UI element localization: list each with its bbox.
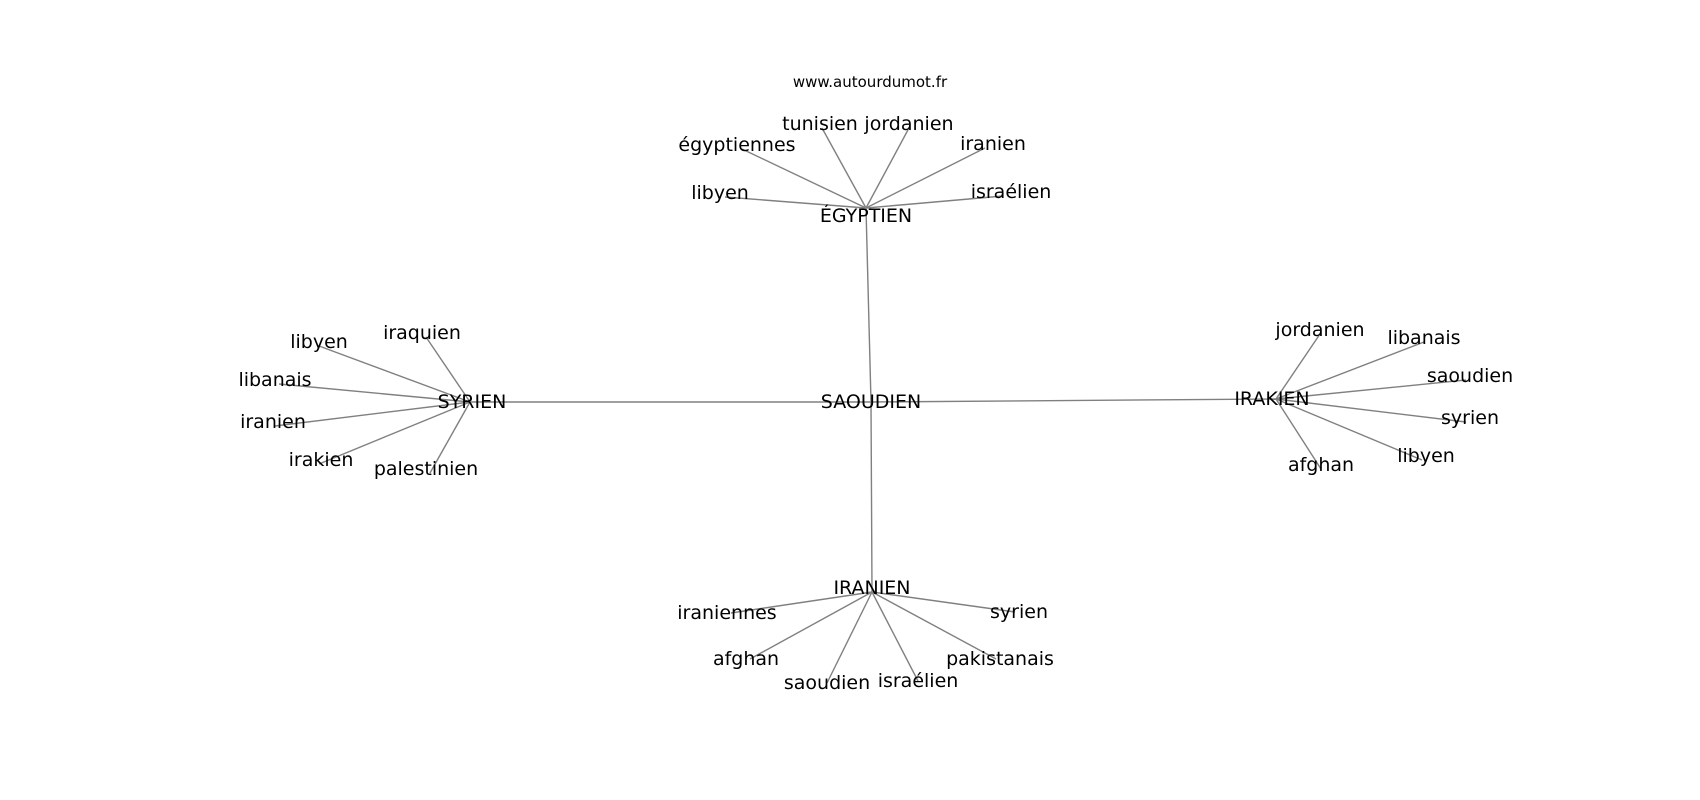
edge-syrien-to-leaf — [318, 401, 471, 465]
center-node: SAOUDIEN — [821, 391, 921, 413]
edge-iranien-to-leaf — [749, 591, 873, 660]
leaf-node: israélien — [971, 181, 1052, 203]
edge-iranien-to-leaf — [871, 591, 1016, 613]
edge-syrien-to-leaf — [278, 383, 471, 403]
edge-center-to-iranien — [870, 401, 873, 593]
leaf-node: pakistanais — [946, 648, 1054, 670]
edge-syrien-to-leaf — [274, 401, 471, 427]
edge-egyptien-to-leaf — [865, 127, 910, 209]
edge-egyptien-to-leaf — [724, 196, 867, 209]
edge-irakien-to-leaf — [1275, 398, 1467, 423]
leaf-node: libyen — [1397, 445, 1455, 467]
edge-iranien-to-leaf — [871, 591, 919, 682]
edge-iranien-to-leaf — [871, 591, 997, 660]
edge-iranien-to-leaf — [730, 591, 873, 614]
leaf-node: afghan — [1288, 454, 1354, 476]
hub-node-irakien: IRAKIEN — [1234, 388, 1309, 410]
edge-center-to-irakien — [870, 398, 1277, 403]
edge-syrien-to-leaf — [429, 401, 471, 474]
leaf-node: iraquien — [383, 322, 461, 344]
edge-syrien-to-leaf — [318, 345, 471, 403]
leaf-node: égyptiennes — [678, 134, 795, 156]
hub-node-syrien: SYRIEN — [438, 391, 507, 413]
leaf-node: jordanien — [863, 113, 953, 135]
leaf-node: saoudien — [1427, 365, 1513, 387]
edge-irakien-to-leaf — [1275, 379, 1467, 400]
edge-irakien-to-leaf — [1275, 333, 1321, 400]
leaf-node: libanais — [238, 369, 311, 391]
watermark-text[interactable]: www.autourdumot.fr — [793, 73, 948, 91]
leaf-node: irakien — [289, 449, 354, 471]
edge-center-to-egyptien — [865, 207, 872, 403]
hub-node-iranien: IRANIEN — [833, 577, 910, 599]
graph-nodes: www.autourdumot.fr SAOUDIEN ÉGYPTIEN tuni… — [238, 73, 1513, 694]
edge-egyptien-to-leaf — [741, 148, 867, 209]
edge-iranien-to-leaf — [826, 591, 873, 684]
leaf-node: libyen — [290, 331, 348, 353]
leaf-node: syrien — [990, 601, 1048, 623]
edge-irakien-to-leaf — [1275, 341, 1425, 400]
leaf-node: syrien — [1441, 407, 1499, 429]
leaf-node: libyen — [691, 182, 749, 204]
leaf-node: iraniennes — [677, 602, 776, 624]
leaf-node: iranien — [960, 133, 1026, 155]
leaf-node: tunisien — [782, 113, 858, 135]
leaf-node: palestinien — [374, 458, 478, 480]
leaf-node: israélien — [878, 670, 959, 692]
hub-node-egyptien: ÉGYPTIEN — [820, 204, 912, 227]
leaf-node: iranien — [240, 411, 306, 433]
edge-egyptien-to-leaf — [821, 127, 867, 209]
edge-egyptien-to-leaf — [865, 195, 1004, 209]
edge-syrien-to-leaf — [425, 336, 471, 403]
edge-irakien-to-leaf — [1275, 398, 1423, 461]
leaf-node: libanais — [1387, 327, 1460, 349]
leaf-node: jordanien — [1274, 319, 1364, 341]
edge-irakien-to-leaf — [1275, 398, 1322, 470]
leaf-node: saoudien — [784, 672, 870, 694]
leaf-node: afghan — [713, 648, 779, 670]
graph-edges — [274, 127, 1467, 684]
edge-egyptien-to-leaf — [865, 147, 986, 209]
